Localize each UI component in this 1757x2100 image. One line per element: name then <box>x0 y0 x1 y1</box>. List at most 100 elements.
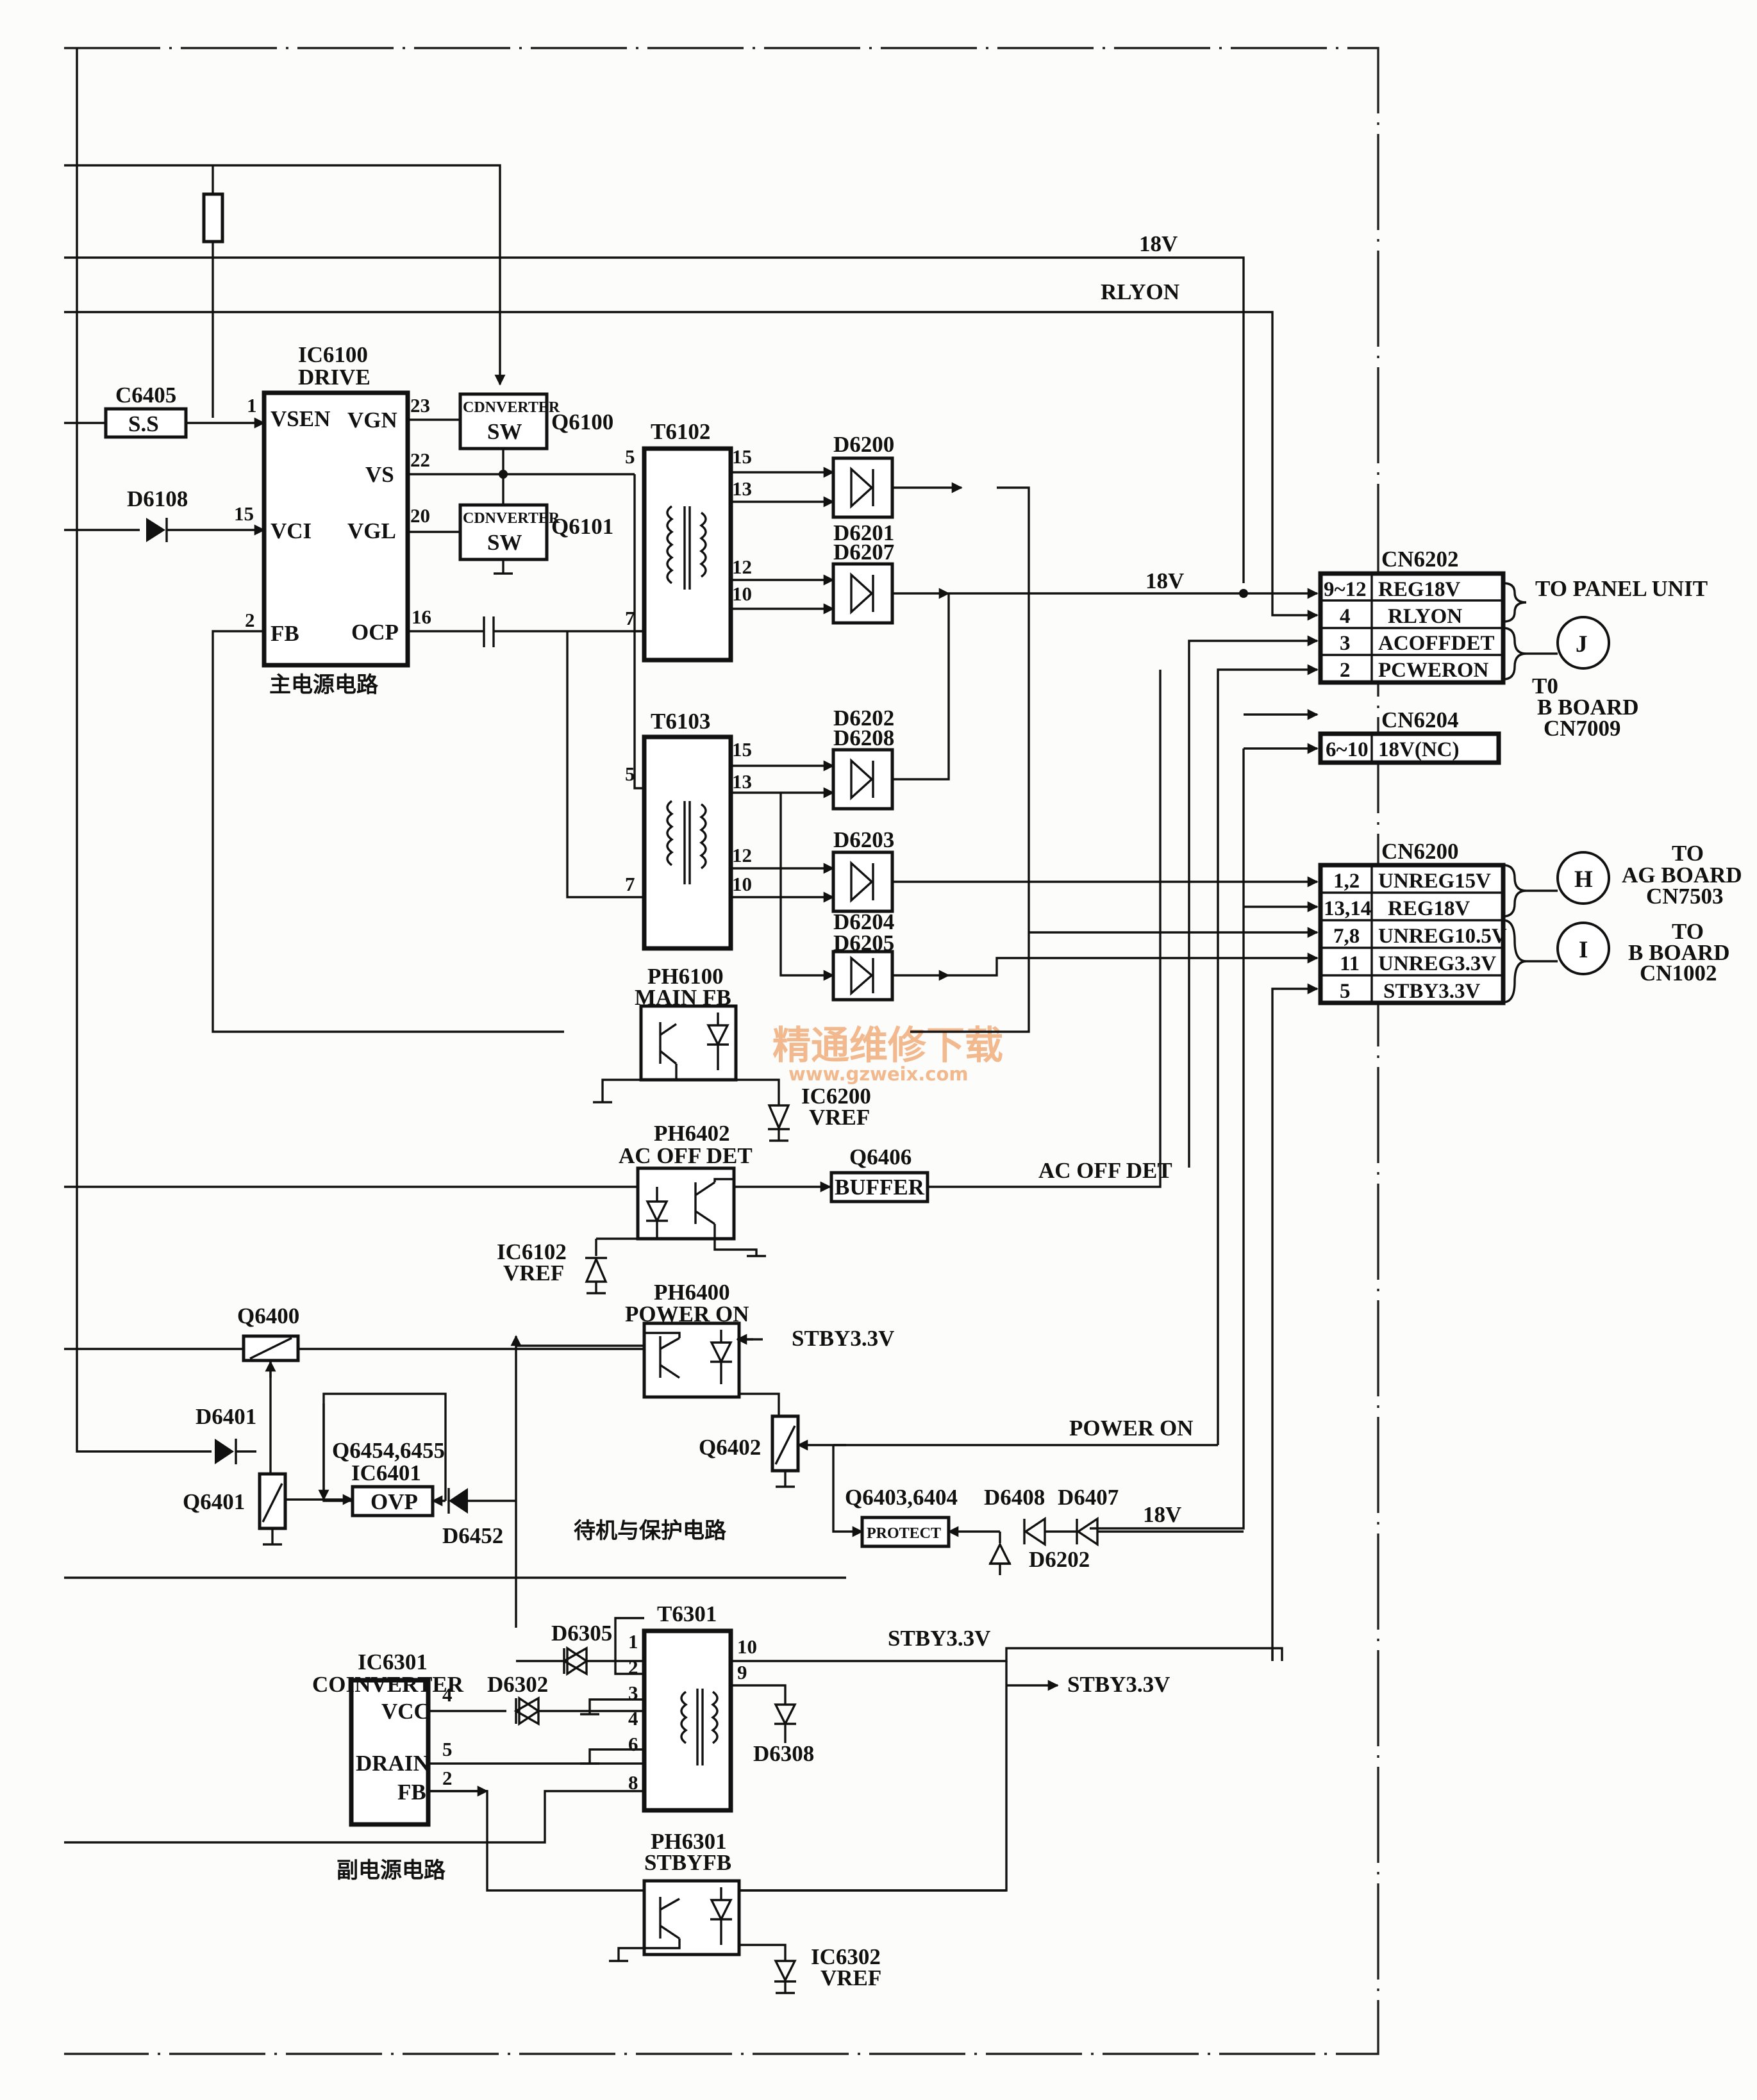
ic6100-pin: 23 <box>410 394 430 417</box>
ss-label: S.S <box>128 411 159 436</box>
d6201-label: D6201 <box>833 520 894 545</box>
stbyfb-label: STBYFB <box>644 1850 731 1875</box>
t6102-label: T6102 <box>651 419 710 444</box>
cn6204-pin: 6~10 <box>1326 738 1369 761</box>
q6402-switch <box>739 1393 1218 1537</box>
d6407-label: D6407 <box>1058 1485 1119 1510</box>
ph6100-label: PH6100 <box>647 964 724 989</box>
ic6100-vgn: VGN <box>347 408 397 433</box>
q6400-label: Q6400 <box>237 1303 299 1328</box>
vref-3: VREF <box>820 1965 881 1990</box>
ic6100-pin: 15 <box>234 502 254 525</box>
ic6100-vsen: VSEN <box>271 406 330 431</box>
d6207-label: D6207 <box>833 540 894 565</box>
t6103-pin: 15 <box>732 738 752 761</box>
d6208-label: D6208 <box>833 725 894 750</box>
ph6301-label: PH6301 <box>651 1829 727 1854</box>
ovp-label: OVP <box>371 1489 418 1514</box>
ic6100-block <box>64 390 644 1033</box>
ic6100-pin: 22 <box>410 449 430 471</box>
junction-dot <box>1239 589 1248 598</box>
cn6200-pin: 13,14 <box>1324 897 1371 920</box>
to-panel-unit: TO PANEL UNIT <box>1535 576 1708 601</box>
label-18v-top: 18V <box>1139 231 1178 256</box>
ovp-block <box>318 1393 516 1517</box>
connector-cn6200-rows: 1,2 UNREG15V 13,14 REG18V 7,8 UNREG10.5V… <box>1324 870 1507 1003</box>
cn6200-signal: UNREG10.5V <box>1378 925 1507 948</box>
t6301-pin: 9 <box>737 1661 747 1683</box>
t6103-pin: 13 <box>732 770 752 793</box>
q6401-label: Q6401 <box>183 1489 245 1514</box>
brace <box>1503 582 1527 623</box>
ic6301-pin: 2 <box>442 1767 453 1789</box>
ph6301-optocoupler <box>609 1879 1006 1994</box>
t6103-label: T6103 <box>651 709 710 734</box>
t6102-pin: 12 <box>732 556 752 578</box>
t6301-pin: 3 <box>628 1682 638 1704</box>
connector-cn6204: 6~10 18V(NC) <box>1244 731 1501 765</box>
ac-off-det-label: AC OFF DET <box>619 1143 753 1168</box>
stby33-label-b: STBY3.3V <box>888 1626 990 1651</box>
t6102-pin: 5 <box>625 445 635 468</box>
cn6200-pin: 11 <box>1340 952 1360 975</box>
q6403-label: Q6403,6404 <box>845 1485 958 1510</box>
cn6202-pin: 9~12 <box>1324 578 1367 601</box>
q6100-label: Q6100 <box>551 409 613 434</box>
d6401-label: D6401 <box>196 1404 256 1429</box>
t6102-pin: 7 <box>625 607 635 629</box>
ic6100-vgl: VGL <box>347 518 396 543</box>
d6108-label: D6108 <box>127 486 188 511</box>
cn6200-pin: 1,2 <box>1333 870 1360 893</box>
d6202-bot-label: D6202 <box>1029 1547 1090 1572</box>
cn6200-pin: 7,8 <box>1333 925 1360 948</box>
d6308-label: D6308 <box>753 1741 814 1766</box>
d6305-label: D6305 <box>551 1621 612 1646</box>
cn6202-pin: 2 <box>1340 659 1351 682</box>
stby33-label-a: STBY3.3V <box>792 1326 894 1351</box>
circle-h <box>1556 851 1610 905</box>
ic6100-ocp: OCP <box>351 620 399 645</box>
ag-board: AG BOARD <box>1622 863 1742 888</box>
ic6401-label: IC6401 <box>351 1460 421 1485</box>
q6406-label: Q6406 <box>849 1145 912 1170</box>
d6205-label: D6205 <box>833 930 894 955</box>
cn6204-signal: 18V(NC) <box>1378 738 1459 761</box>
main-power-label: 主电源电路 <box>269 672 379 698</box>
q6101-label: Q6101 <box>551 514 613 539</box>
converter-switches <box>458 392 549 575</box>
protect-label: PROTECT <box>867 1525 941 1542</box>
main-fb-label: MAIN FB <box>635 985 731 1010</box>
connector-cn6202 <box>1188 571 1506 1445</box>
ic6301-pin: 5 <box>442 1738 453 1760</box>
watermark-text: 精通维修下载 <box>772 1023 1003 1068</box>
d6401-diode <box>76 48 256 1464</box>
t6301-pin: 10 <box>737 1635 757 1658</box>
circle-i <box>1556 922 1610 975</box>
watermark-url: www.gzweix.com <box>788 1063 969 1085</box>
ph6402-optocoupler <box>64 670 1162 1294</box>
frame-border <box>64 47 1379 2055</box>
resistor <box>202 192 224 244</box>
d6202-label: D6202 <box>833 706 894 731</box>
cn6200-pin: 5 <box>1340 980 1351 1003</box>
ic6100-fb: FB <box>271 621 299 646</box>
ic6100-label: IC6100 <box>298 342 368 367</box>
d6203-label: D6203 <box>833 827 894 852</box>
ph6400-optocoupler <box>510 1321 763 1628</box>
t6102-pin: 15 <box>732 445 752 468</box>
q6101-cdnverter: CDNVERTER <box>463 510 560 527</box>
t6103-pin: 10 <box>732 873 752 895</box>
power-on-line-label: POWER ON <box>1069 1416 1193 1441</box>
vref-1: VREF <box>809 1105 870 1130</box>
q6401-switch <box>258 1472 354 1546</box>
vref-2: VREF <box>503 1261 564 1286</box>
cn6200-signal: UNREG15V <box>1378 870 1491 893</box>
stby33-label-c: STBY3.3V <box>1067 1672 1170 1697</box>
ic6200-label: IC6200 <box>801 1084 871 1109</box>
t6103-pin: 7 <box>625 873 635 895</box>
ic6100-vs: VS <box>365 462 394 487</box>
coinverter-label: COINVERTER <box>312 1672 464 1697</box>
ph6402-label: PH6402 <box>654 1121 730 1146</box>
